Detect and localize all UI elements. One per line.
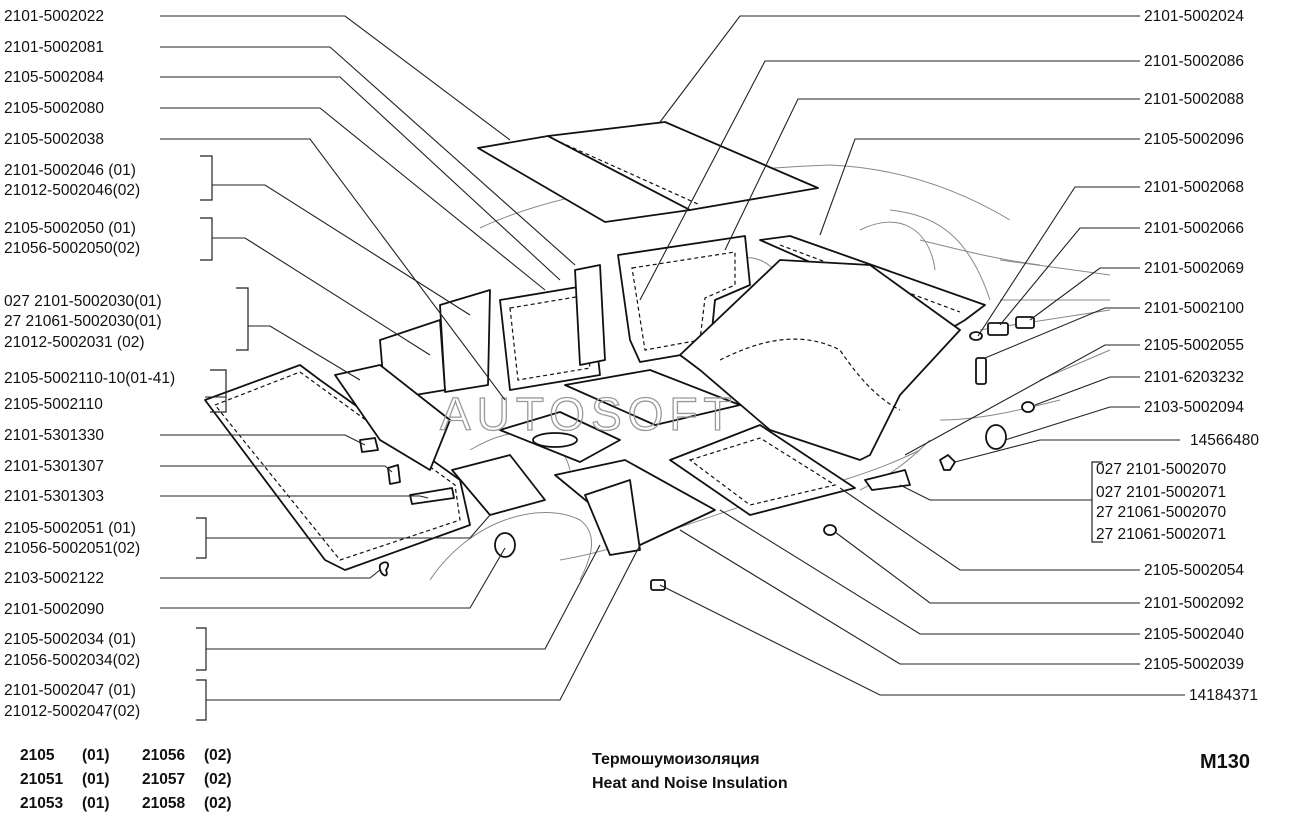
part-label: 2101-5002081 [4,39,104,56]
plug-14184371 [650,579,666,591]
model-group: (02) [204,771,232,788]
part-label: 2105-5002110-10(01-41) [4,370,175,387]
part-label: 2101-5301303 [4,488,104,505]
strip-2105-5002055 [975,357,987,385]
part-label: 2105-5002050 (01) [4,220,136,237]
page-code: M130 [1200,751,1250,773]
part-label: 2105-5002038 [4,131,104,148]
part-label: 14566480 [1190,432,1259,449]
leader-lines [160,15,1185,721]
model-code: 21051 [20,771,63,788]
grommet-left [494,532,516,558]
model-code: 21056 [142,747,185,764]
part-label: 027 2101-5002030(01) [4,293,162,310]
grommet-small-a [1021,401,1035,413]
clip-14566480 [939,454,956,471]
part-label: 2101-5002086 [1144,53,1244,70]
part-label: 21056-5002034(02) [4,652,140,669]
dash-panel [334,364,451,471]
pillar-panel-left [439,289,491,393]
part-label: 2101-5002068 [1144,179,1244,196]
pad-2101-5002069 [1015,316,1035,329]
part-label: 2101-5301307 [4,458,104,475]
part-label: 2101-5002100 [1144,300,1244,317]
part-label: 27 21061-5002071 [1096,526,1226,543]
part-label: 2101-5002069 [1144,260,1244,277]
footwell-panel [584,479,641,556]
watermark: AUTOSOFT [440,388,738,440]
part-label: 21056-5002051(02) [4,540,140,557]
part-label: 21012-5002046(02) [4,182,140,199]
part-label: 2101-5002088 [1144,91,1244,108]
right-part-labels: 2101-5002024 2101-5002086 2101-5002088 2105… [1096,8,1259,704]
model-group: (01) [82,771,110,788]
part-label: 027 2101-5002070 [1096,461,1227,478]
cap-2103-5002122 [378,561,390,577]
part-label: 27 21061-5002070 [1096,504,1227,521]
part-label: 027 2101-5002071 [1096,484,1226,501]
part-label: 2105-5002034 (01) [4,631,136,648]
part-label: 2101-5002090 [4,601,104,618]
part-label: 21012-5002031 (02) [4,334,144,351]
part-label: 2105-5002096 [1144,131,1244,148]
roof-panel-rear [547,121,819,211]
cap-2101-5301330 [359,437,379,453]
cap-2101-5301303 [409,487,455,505]
part-label: 2101-5301330 [4,427,104,444]
front-floor-mat [204,364,471,571]
part-label: 2105-5002054 [1144,562,1244,579]
part-label: 2101-5002092 [1144,595,1244,612]
part-label: 2105-5002051 (01) [4,520,136,537]
toe-panel [451,454,546,516]
rear-floor-lower [669,424,856,516]
part-label: 2101-5002066 [1144,220,1244,237]
side-panel-left [499,284,601,391]
part-label: 2105-5002040 [1144,626,1244,643]
part-label: 2105-5002039 [1144,656,1244,673]
grommet-right [985,424,1007,450]
model-code: 21058 [142,795,185,812]
part-label: 2105-5002110 [4,396,103,413]
left-part-labels: 2101-5002022 2101-5002081 2105-5002084 2105… [4,8,175,720]
model-group: (01) [82,795,110,812]
grommet-small-b [823,524,837,536]
part-label: 2101-5002047 (01) [4,682,136,699]
model-code: 21053 [20,795,63,812]
part-label: 2101-5002022 [4,8,104,25]
cap-2101-5301307 [387,464,401,485]
part-label: 21056-5002050(02) [4,240,140,257]
part-label: 27 21061-5002030(01) [4,313,162,330]
part-label: 21012-5002047(02) [4,703,140,720]
part-label: 2103-5002094 [1144,399,1244,416]
model-code: 2105 [20,747,55,764]
model-group: (02) [204,747,232,764]
tunnel-cutout [532,432,578,448]
pad-2101-5002066 [987,322,1009,336]
part-label: 2105-5002055 [1144,337,1244,354]
side-panel-strip [574,264,606,366]
rear-wedge [864,469,911,491]
part-label: 2105-5002084 [4,69,104,86]
part-label: 2101-5002046 (01) [4,162,136,179]
title-russian: Термошумоизоляция [592,751,760,768]
rear-floor-panel [679,259,961,461]
insulation-parts [204,121,1035,591]
part-label: 2105-5002080 [4,100,104,117]
title-english: Heat and Noise Insulation [592,775,788,792]
part-label: 2101-6203232 [1144,369,1244,386]
model-list: 2105 (01) 21051 (01) 21053 (01) 21056 (02) 21057… [20,747,232,812]
model-group: (01) [82,747,110,764]
model-group: (02) [204,795,232,812]
part-label: 2101-5002024 [1144,8,1244,25]
part-label: 14184371 [1189,687,1258,704]
model-code: 21057 [142,771,185,788]
part-label: 2103-5002122 [4,570,104,587]
